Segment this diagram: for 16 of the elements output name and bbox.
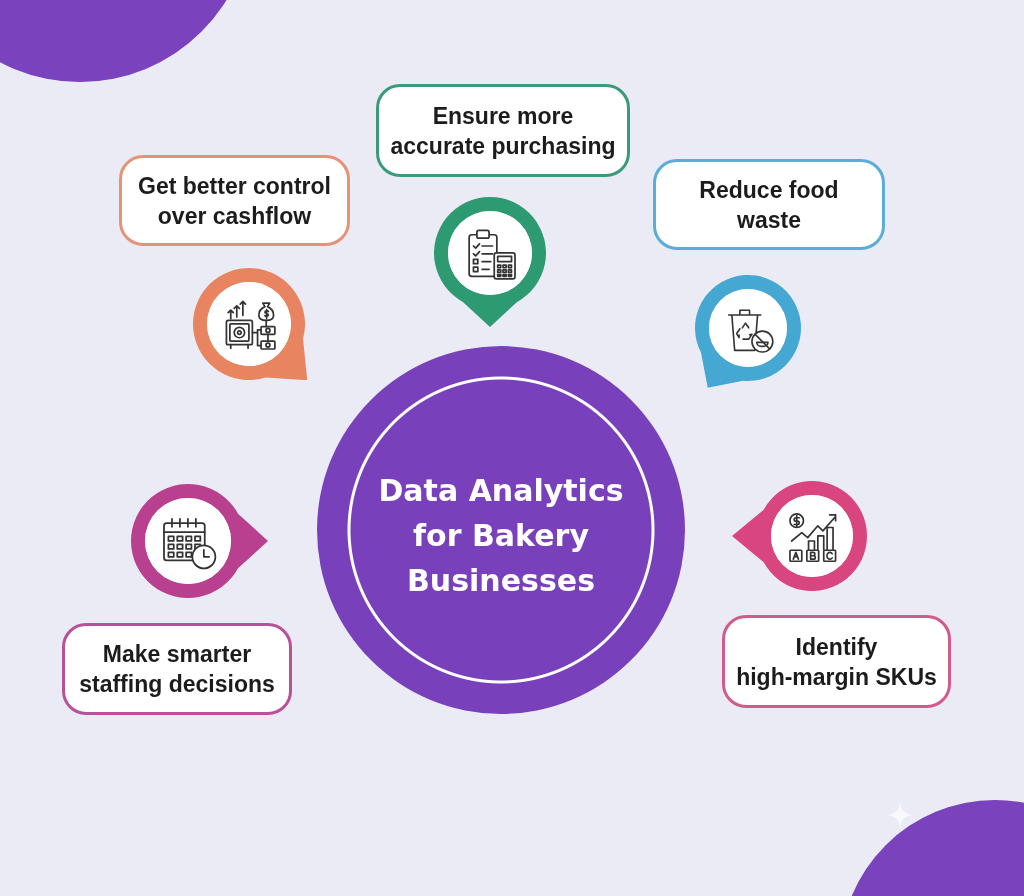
benefit-card <box>119 155 350 246</box>
benefit-card <box>722 615 951 708</box>
icon-pin-marker <box>193 268 308 381</box>
benefit-card <box>653 159 885 250</box>
icon-pin-marker <box>131 484 268 598</box>
benefit-card <box>62 623 292 715</box>
icon-pin-marker <box>732 481 867 591</box>
benefit-text: Make smarter staffing decisions <box>78 640 276 699</box>
icon-pin-marker <box>434 197 546 327</box>
benefit-text: Ensure more accurate purchasing <box>389 101 617 161</box>
benefit-card <box>376 84 630 177</box>
benefit-text: Identify high-margin SKUs <box>735 632 938 692</box>
hub-title: Data Analytics for Bakery Businesses <box>377 471 625 600</box>
benefit-text: Reduce food waste <box>698 175 840 235</box>
benefit-text: Get better control over cashflow <box>137 171 332 231</box>
icon-pin-marker <box>695 275 801 388</box>
